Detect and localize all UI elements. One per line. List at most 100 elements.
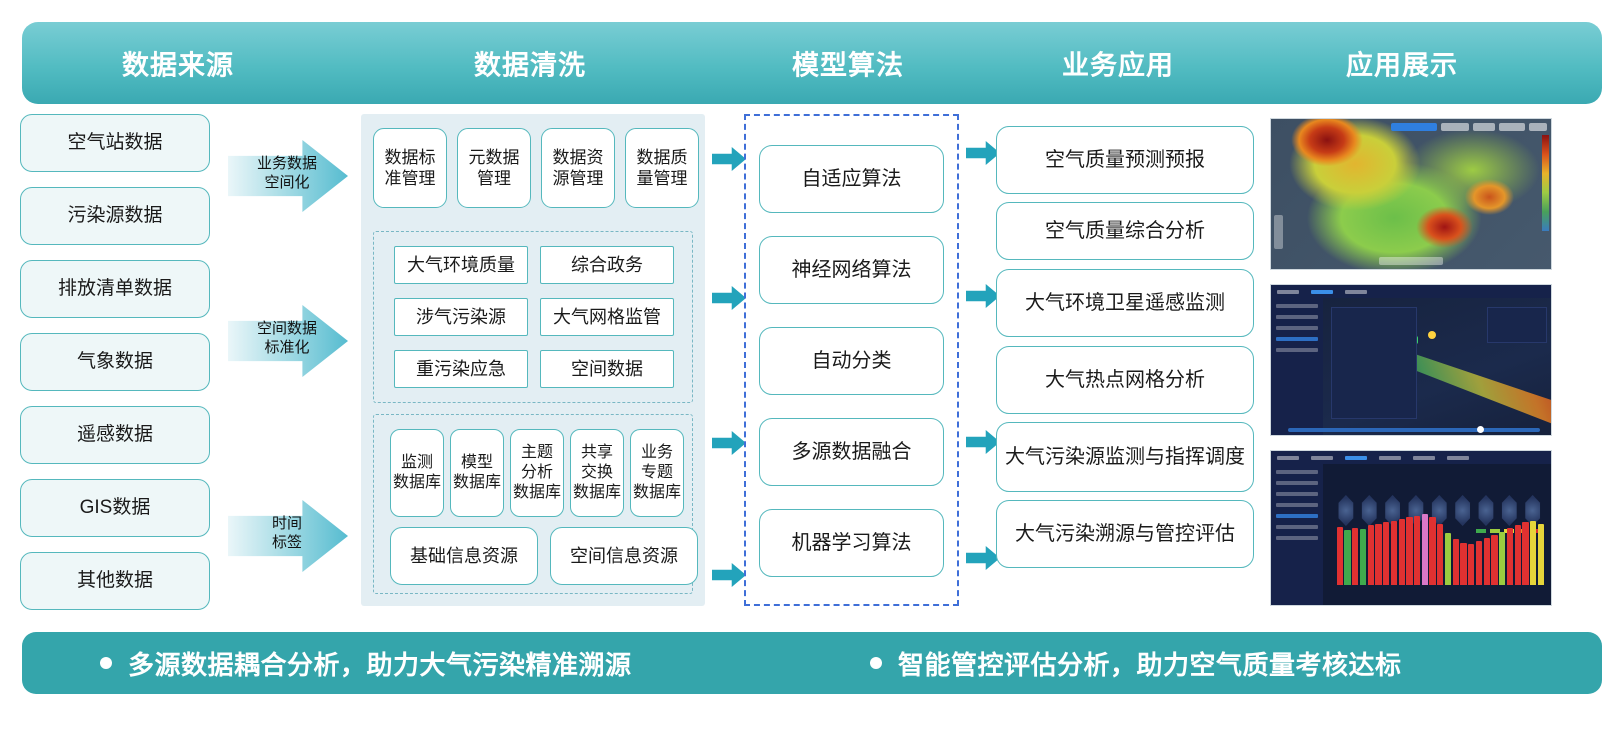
rosette-icon [1455,495,1471,527]
showcase-pollution-source-bar-dashboard[interactable] [1270,450,1552,606]
theme-item[interactable]: 综合政务 [540,246,674,284]
chart-bar [1537,523,1544,586]
theme-item[interactable]: 重污染应急 [394,350,528,388]
nav-item-active[interactable] [1311,289,1333,294]
chart-bar [1437,523,1444,586]
governance-item[interactable]: 数据资 源管理 [541,128,615,208]
database-item[interactable]: 模型 数据库 [450,429,504,517]
banner-statement: 多源数据耦合分析，助力大气污染精准溯源 [100,645,632,682]
map-zoom-control [1274,215,1283,249]
resource-item[interactable]: 空间信息资源 [550,527,698,585]
application-item[interactable]: 大气热点网格分析 [996,346,1254,414]
chart-bar [1398,518,1405,586]
sidebar-row[interactable] [1276,315,1318,319]
nav-item[interactable] [1413,455,1435,460]
data-source-item[interactable]: 空气站数据 [20,114,210,172]
database-item[interactable]: 业务 专题 数据库 [630,429,684,517]
slider-handle[interactable] [1477,426,1485,433]
data-source-item[interactable]: 排放清单数据 [20,260,210,318]
nav-item[interactable] [1447,455,1469,460]
algorithm-item[interactable]: 自动分类 [759,327,944,395]
chart-bar [1491,534,1498,586]
sidebar-row[interactable] [1276,304,1318,308]
flow-arrow-icon [712,431,746,455]
governance-item[interactable]: 元数据 管理 [457,128,531,208]
chart-bar [1460,542,1467,586]
algorithm-panel: 自适应算法 神经网络算法 自动分类 多源数据融合 机器学习算法 [744,114,959,606]
sidebar-row-selected[interactable] [1276,514,1318,518]
sidebar-row-selected[interactable] [1276,337,1318,341]
data-source-item[interactable]: GIS数据 [20,479,210,537]
sidebar-row[interactable] [1276,525,1318,529]
application-item[interactable]: 大气环境卫星遥感监测 [996,269,1254,337]
algorithm-item[interactable]: 多源数据融合 [759,418,944,486]
theme-item[interactable]: 大气环境质量 [394,246,528,284]
nav-item[interactable] [1277,455,1299,460]
nav-item[interactable] [1379,455,1401,460]
sidebar-row[interactable] [1276,503,1318,507]
resource-item[interactable]: 基础信息资源 [390,527,538,585]
flow-arrow-icon [966,284,1000,308]
map-toolbar [1373,122,1547,131]
theme-item[interactable]: 大气网格监管 [540,298,674,336]
header-column-title-0: 数据来源 [122,50,234,81]
chart-bar [1406,517,1413,586]
nav-item[interactable] [1345,289,1367,294]
database-item[interactable]: 主题 分析 数据库 [510,429,564,517]
showcase-air-quality-heatmap-map[interactable] [1270,118,1552,270]
chart-bar [1522,522,1529,586]
data-governance-row: 数据标 准管理 元数据 管理 数据资 源管理 数据质 量管理 [373,128,699,208]
database-item[interactable]: 监测 数据库 [390,429,444,517]
chart-bar [1359,529,1367,586]
banner-statement: 智能管控评估分析，助力空气质量考核达标 [870,645,1402,682]
sidebar-row[interactable] [1276,492,1318,496]
application-item[interactable]: 大气污染溯源与管控评估 [996,500,1254,568]
algorithm-item[interactable]: 自适应算法 [759,145,944,213]
header-column-title-3: 业务应用 [1062,50,1174,81]
application-item[interactable]: 大气污染源监测与指挥调度 [996,422,1254,492]
map-tool-chip [1529,122,1547,131]
sidebar-row[interactable] [1276,481,1318,485]
nav-item-active[interactable] [1345,455,1367,460]
application-item[interactable]: 空气质量综合分析 [996,202,1254,260]
chart-bar [1499,531,1506,586]
timeline-slider[interactable] [1287,426,1540,433]
theme-item[interactable]: 空间数据 [540,350,674,388]
sidebar-row[interactable] [1276,470,1318,474]
dashboard-sidebar [1271,464,1323,605]
governance-item[interactable]: 数据标 准管理 [373,128,447,208]
data-source-item[interactable]: 污染源数据 [20,187,210,245]
chart-bar [1452,539,1459,586]
flow-arrow-icon [966,546,1000,570]
algorithm-item[interactable]: 神经网络算法 [759,236,944,304]
header-column-title-4: 应用展示 [1346,50,1458,81]
header-column-title-2: 模型算法 [792,50,904,81]
banner-statement-text: 多源数据耦合分析，助力大气污染精准溯源 [128,649,632,680]
chart-area [1323,464,1551,605]
chart-bar [1390,520,1398,586]
data-source-item[interactable]: 其他数据 [20,552,210,610]
governance-item[interactable]: 数据质 量管理 [625,128,699,208]
nav-item[interactable] [1277,289,1299,294]
showcase-satellite-plume-dashboard[interactable] [1270,284,1552,436]
map-tool-chip [1499,122,1525,131]
theme-group: 大气环境质量 综合政务 涉气污染源 大气网格监管 重污染应急 空间数据 [373,231,693,403]
sidebar-row[interactable] [1276,348,1318,352]
heatmap-surface [1271,119,1551,269]
rosette-icon [1385,495,1400,527]
data-source-item[interactable]: 气象数据 [20,333,210,391]
data-cleaning-panel: 数据标 准管理 元数据 管理 数据资 源管理 数据质 量管理 大气环境质量 综合… [361,114,705,606]
flow-arrow-icon [966,430,1000,454]
data-source-item[interactable]: 遥感数据 [20,406,210,464]
chart-bar [1506,528,1514,586]
application-item[interactable]: 空气质量预测预报 [996,126,1254,194]
nav-item[interactable] [1311,455,1333,460]
dashboard-sidebar [1271,298,1323,435]
chart-bar [1367,525,1374,586]
sidebar-row[interactable] [1276,536,1318,540]
database-item[interactable]: 共享 交换 数据库 [570,429,624,517]
theme-item[interactable]: 涉气污染源 [394,298,528,336]
algorithm-item[interactable]: 机器学习算法 [759,509,944,577]
sidebar-row[interactable] [1276,326,1318,330]
